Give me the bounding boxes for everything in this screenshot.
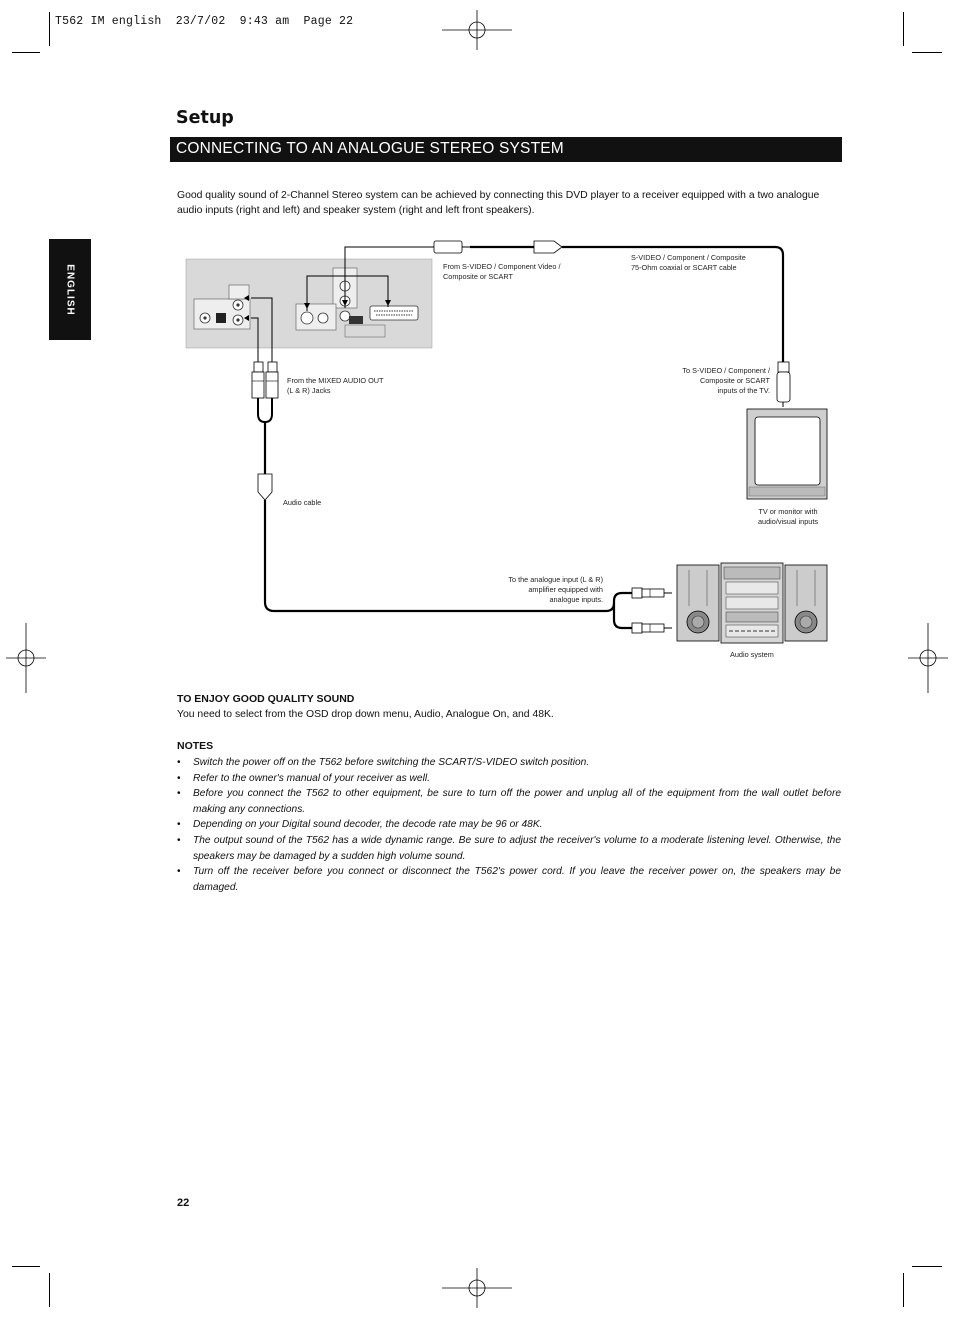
notes-heading: NOTES — [177, 740, 214, 752]
enjoy-text: You need to select from the OSD drop dow… — [177, 709, 554, 720]
note-item: The output sound of the T562 has a wide … — [177, 833, 841, 864]
callout-audio-system: Audio system — [730, 650, 774, 659]
crop-mark — [903, 12, 904, 46]
crop-mark — [12, 52, 40, 53]
crop-mark — [912, 52, 942, 53]
registration-mark-top — [442, 10, 512, 50]
callout-from-mixed-audio: From the MIXED AUDIO OUT (L & R) Jacks — [287, 376, 384, 395]
tv-monitor — [746, 408, 828, 500]
notes-list: Switch the power off on the T562 before … — [177, 755, 841, 895]
crop-mark — [12, 1266, 40, 1267]
crop-mark — [903, 1273, 904, 1307]
note-item: Refer to the owner's manual of your rece… — [177, 771, 841, 787]
intro-paragraph: Good quality sound of 2-Channel Stereo s… — [177, 190, 820, 216]
section-title: Setup — [176, 108, 234, 128]
page-number: 22 — [177, 1197, 190, 1209]
callout-to-svideo-tv: To S-VIDEO / Component / Composite or SC… — [682, 366, 770, 395]
callout-tv-label: TV or monitor with audio/visual inputs — [757, 507, 819, 526]
registration-mark-left — [6, 623, 46, 693]
note-item: Turn off the receiver before you connect… — [177, 864, 841, 895]
page-heading: CONNECTING TO AN ANALOGUE STEREO SYSTEM — [176, 140, 564, 157]
audio-system — [676, 562, 828, 644]
callout-svideo-cable: S-VIDEO / Component / Composite 75-Ohm c… — [631, 253, 746, 272]
print-slug: T562 IM english 23/7/02 9:43 am Page 22 — [55, 15, 354, 28]
crop-mark — [912, 1266, 942, 1267]
connection-diagram — [185, 240, 828, 644]
crop-mark — [49, 12, 50, 46]
video-cable — [304, 240, 791, 407]
registration-mark-bottom — [442, 1268, 512, 1308]
page-heading-bar: CONNECTING TO AN ANALOGUE STEREO SYSTEM — [170, 137, 842, 162]
callout-from-svideo: From S-VIDEO / Component Video / Composi… — [443, 262, 561, 281]
note-item: Before you connect the T562 to other equ… — [177, 786, 841, 817]
registration-mark-right — [908, 623, 948, 693]
note-item: Switch the power off on the T562 before … — [177, 755, 841, 771]
callout-to-analogue-input: To the analogue input (L & R) amplifier … — [508, 575, 603, 604]
crop-mark — [49, 1273, 50, 1307]
audio-cable — [244, 295, 672, 634]
enjoy-heading: TO ENJOY GOOD QUALITY SOUND — [177, 693, 355, 705]
language-tab: ENGLISH — [49, 239, 91, 340]
callout-audio-cable: Audio cable — [283, 498, 322, 507]
note-item: Depending on your Digital sound decoder,… — [177, 817, 841, 833]
